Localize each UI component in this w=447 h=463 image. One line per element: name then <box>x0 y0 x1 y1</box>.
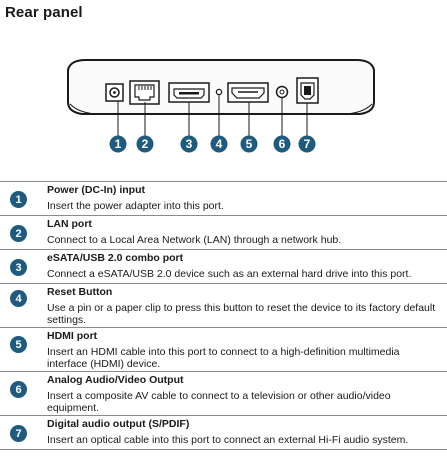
av-output-port-icon <box>275 85 289 99</box>
row-number-badge: 2 <box>10 225 27 242</box>
port-description-table: 1 Power (DC-In) input Insert the power a… <box>0 181 447 450</box>
row-title: Power (DC-In) input <box>47 184 145 196</box>
row-title: Reset Button <box>47 286 113 298</box>
row-description: Connect a eSATA/USB 2.0 device such as a… <box>47 268 412 280</box>
table-row: 6 Analog Audio/Video Output Insert a com… <box>0 372 447 416</box>
row-number-badge: 1 <box>10 191 27 208</box>
callout-label-3: 3 <box>186 137 193 151</box>
table-row: 7 Digital audio output (S/PDIF) Insert a… <box>0 416 447 450</box>
row-description: Connect to a Local Area Network (LAN) th… <box>47 234 342 246</box>
spdif-port-icon <box>296 77 319 104</box>
row-title: Analog Audio/Video Output <box>47 374 184 386</box>
row-description: Insert the power adapter into this port. <box>47 200 224 212</box>
row-number-badge: 7 <box>10 425 27 442</box>
row-number-badge: 6 <box>10 381 27 398</box>
row-title: LAN port <box>47 218 92 230</box>
table-row: 2 LAN port Connect to a Local Area Netwo… <box>0 216 447 250</box>
row-title: HDMI port <box>47 330 98 342</box>
row-description: Insert an HDMI cable into this port to c… <box>47 346 400 370</box>
callout-badge-4 <box>210 135 228 153</box>
table-row: 4 Reset Button Use a pin or a paper clip… <box>0 284 447 328</box>
table-row: 5 HDMI port Insert an HDMI cable into th… <box>0 328 447 372</box>
callout-label-2: 2 <box>142 137 149 151</box>
callout-badge-2 <box>136 135 154 153</box>
callout-badge-7 <box>298 135 316 153</box>
callout-badge-1 <box>109 135 127 153</box>
callout-label-4: 4 <box>216 137 223 151</box>
callout-label-6: 6 <box>279 137 286 151</box>
hdmi-port-icon <box>227 82 269 103</box>
lan-port-icon <box>129 80 160 105</box>
row-number-badge: 4 <box>10 290 27 307</box>
row-description: Use a pin or a paper clip to press this … <box>47 302 436 326</box>
callout-label-5: 5 <box>246 137 253 151</box>
dc-in-port-icon <box>105 83 124 102</box>
page-heading: Rear panel <box>5 4 83 21</box>
esata-usb-port-icon <box>168 82 210 103</box>
reset-button-icon <box>215 88 223 96</box>
row-title: eSATA/USB 2.0 combo port <box>47 252 184 264</box>
row-number-badge: 3 <box>10 259 27 276</box>
device-front-edge <box>69 103 373 115</box>
rear-panel-diagram: 1 2 3 4 5 6 7 <box>67 59 375 153</box>
callout-badge-3 <box>180 135 198 153</box>
row-title: Digital audio output (S/PDIF) <box>47 418 190 430</box>
callout-label-1: 1 <box>115 137 122 151</box>
callout-badge-6 <box>273 135 291 153</box>
row-description: Insert an optical cable into this port t… <box>47 434 409 446</box>
row-number-badge: 5 <box>10 336 27 353</box>
table-row: 3 eSATA/USB 2.0 combo port Connect a eSA… <box>0 250 447 284</box>
row-description: Insert a composite AV cable to connect t… <box>47 390 391 414</box>
callout-badge-5 <box>240 135 258 153</box>
callout-label-7: 7 <box>304 137 311 151</box>
table-row: 1 Power (DC-In) input Insert the power a… <box>0 182 447 216</box>
